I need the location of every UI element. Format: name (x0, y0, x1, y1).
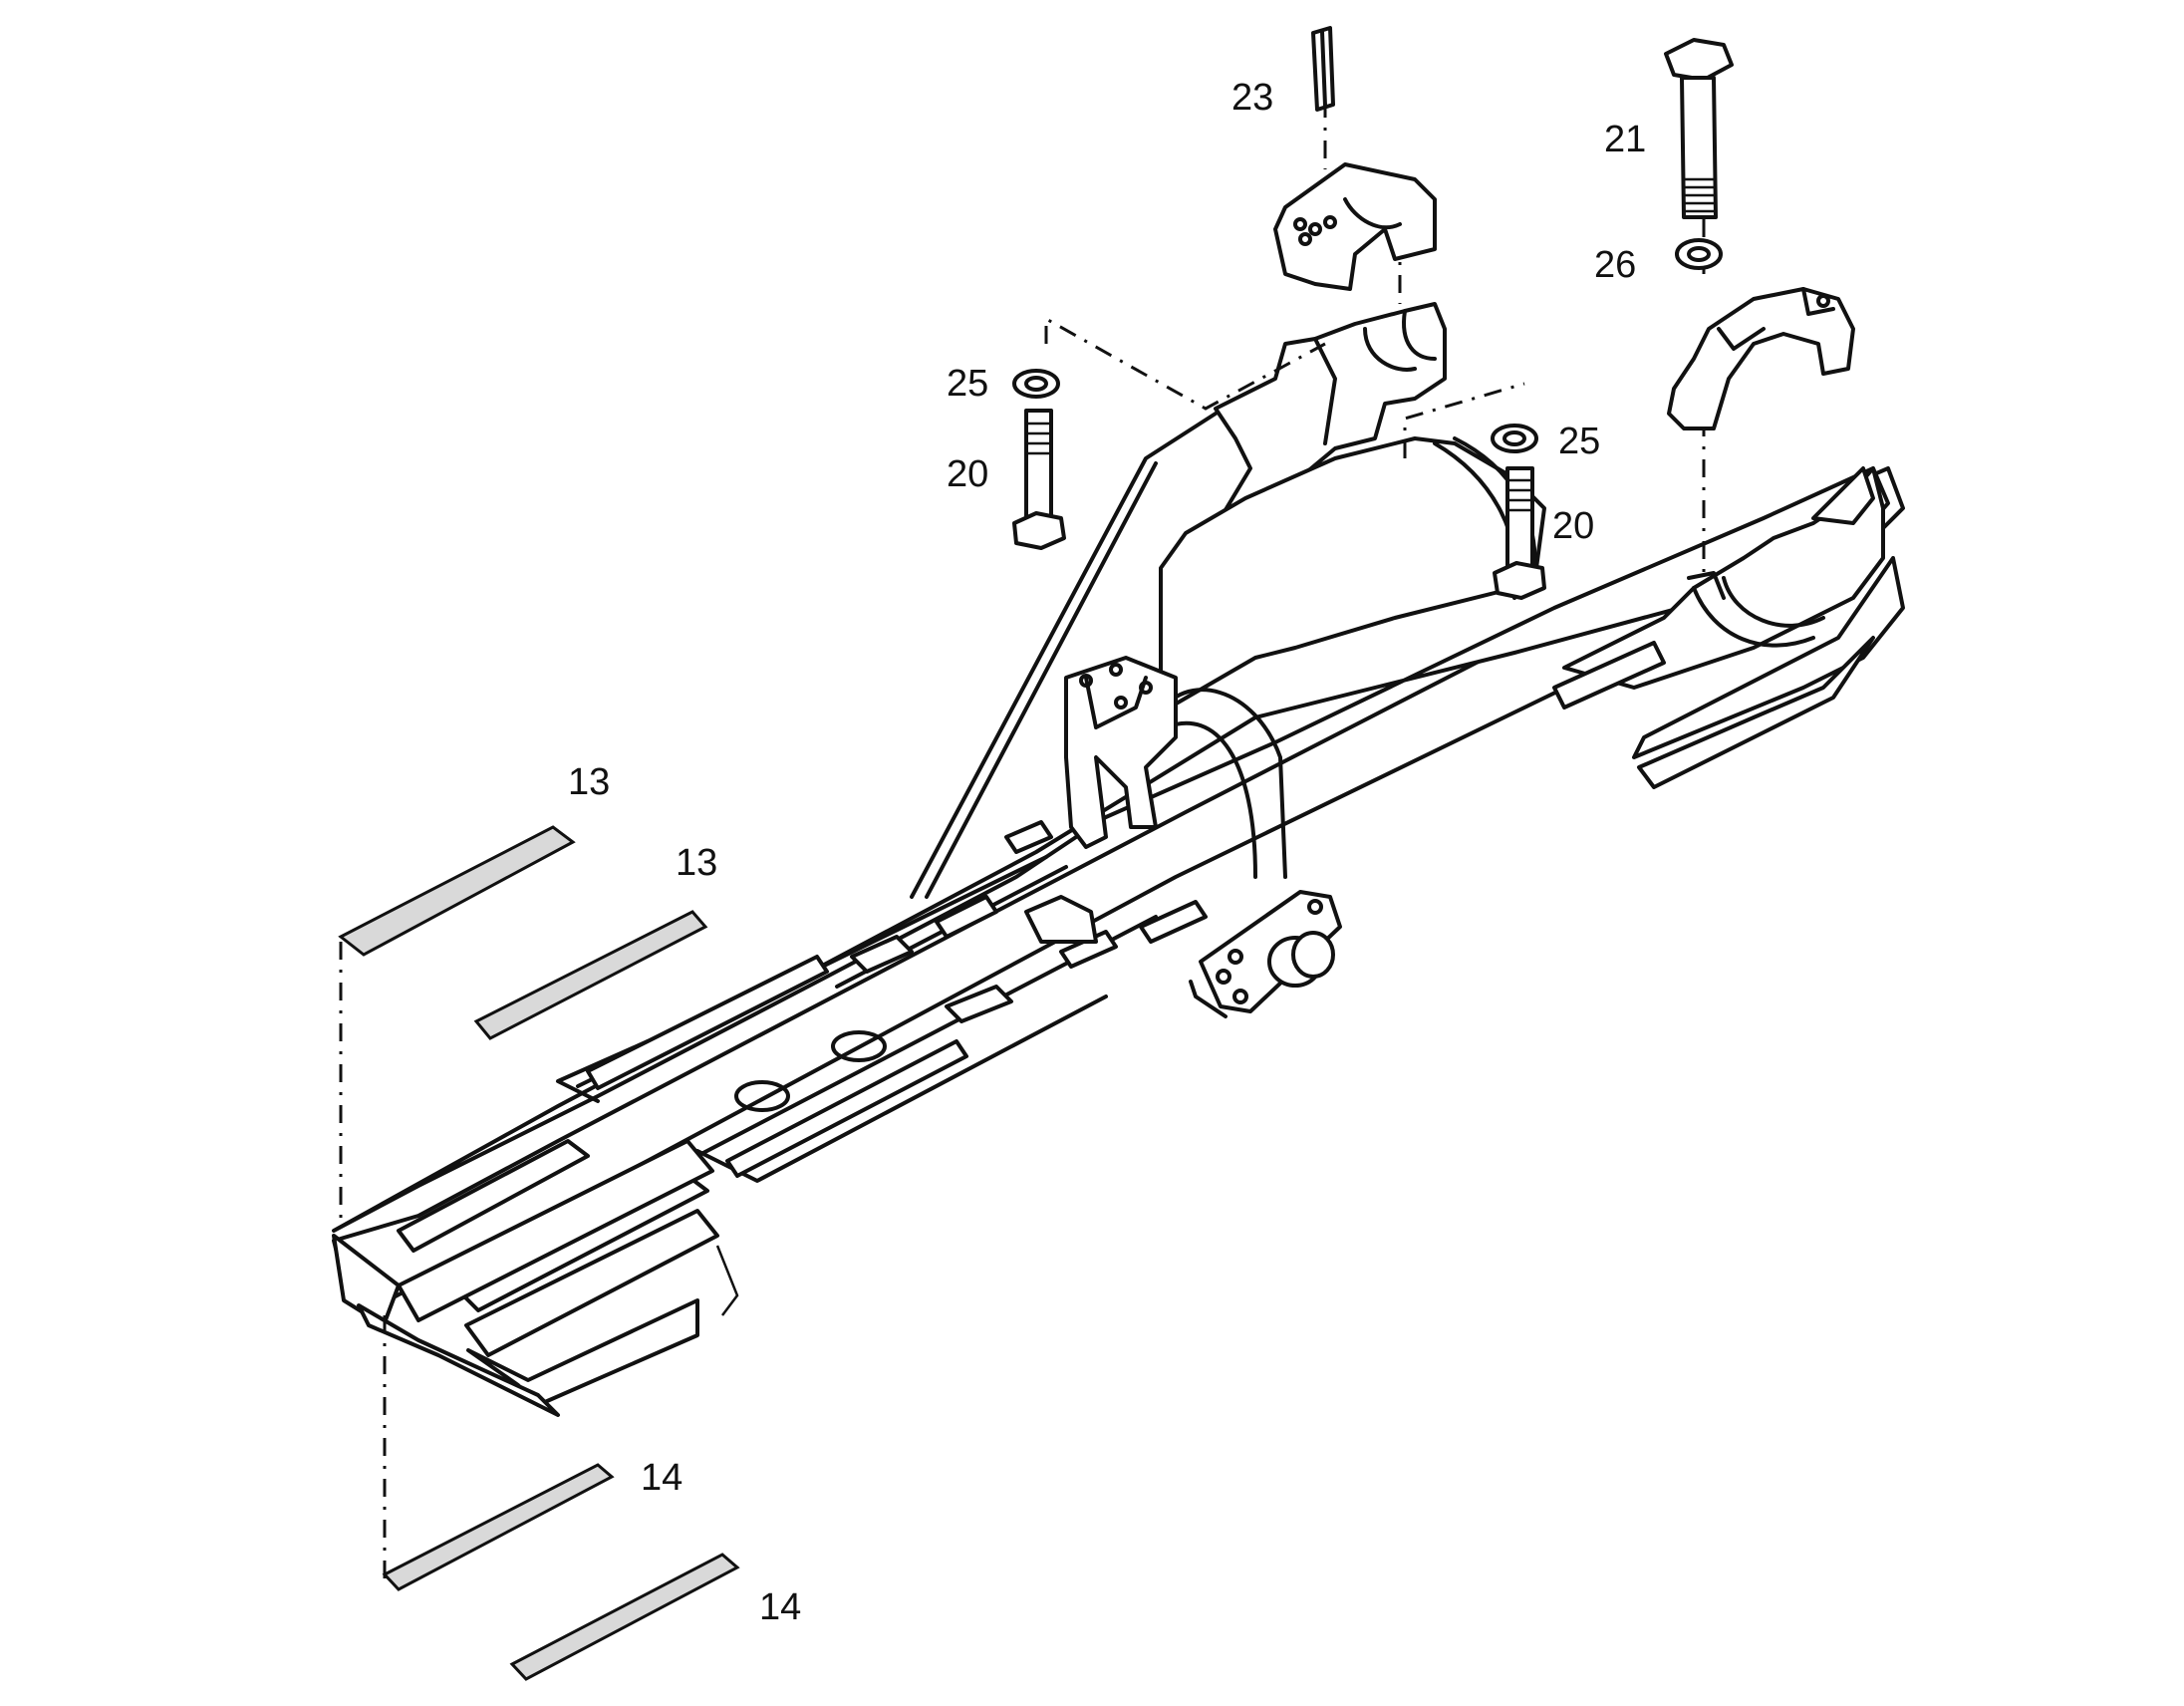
callout-21: 21 (1604, 119, 1646, 160)
wear-pad-13-b (473, 910, 708, 1040)
callout-14-bottom: 14 (759, 1586, 801, 1628)
callout-26: 26 (1594, 244, 1636, 286)
hex-bolt-20-a (1012, 409, 1066, 550)
wear-pad-14-b (509, 1553, 740, 1681)
washer-25-a (1012, 369, 1060, 399)
callout-13-top: 13 (568, 761, 610, 803)
clamp-half (1667, 287, 1855, 430)
wear-pad-14-a (382, 1463, 615, 1591)
callout-13-mid: 13 (676, 842, 717, 884)
alignment-line-bolt-20b (1403, 382, 1525, 458)
saddle-cap (1273, 162, 1437, 291)
hex-bolt-20-b (1493, 466, 1546, 600)
washer-25-b (1491, 424, 1538, 453)
washer-26 (1675, 238, 1723, 270)
hex-bolt-21 (1664, 38, 1734, 219)
callout-25-right: 25 (1558, 421, 1600, 462)
wear-pad-13-a (338, 825, 576, 957)
callout-20-right: 20 (1552, 505, 1594, 547)
callout-23: 23 (1231, 77, 1273, 119)
callout-14-top: 14 (641, 1457, 682, 1499)
roll-pin-23 (1311, 26, 1335, 112)
callout-20-left: 20 (947, 453, 988, 495)
alignment-line-bolt-20a (1044, 316, 1326, 411)
callout-25-left: 25 (947, 363, 988, 405)
main-frame (332, 302, 1905, 1417)
